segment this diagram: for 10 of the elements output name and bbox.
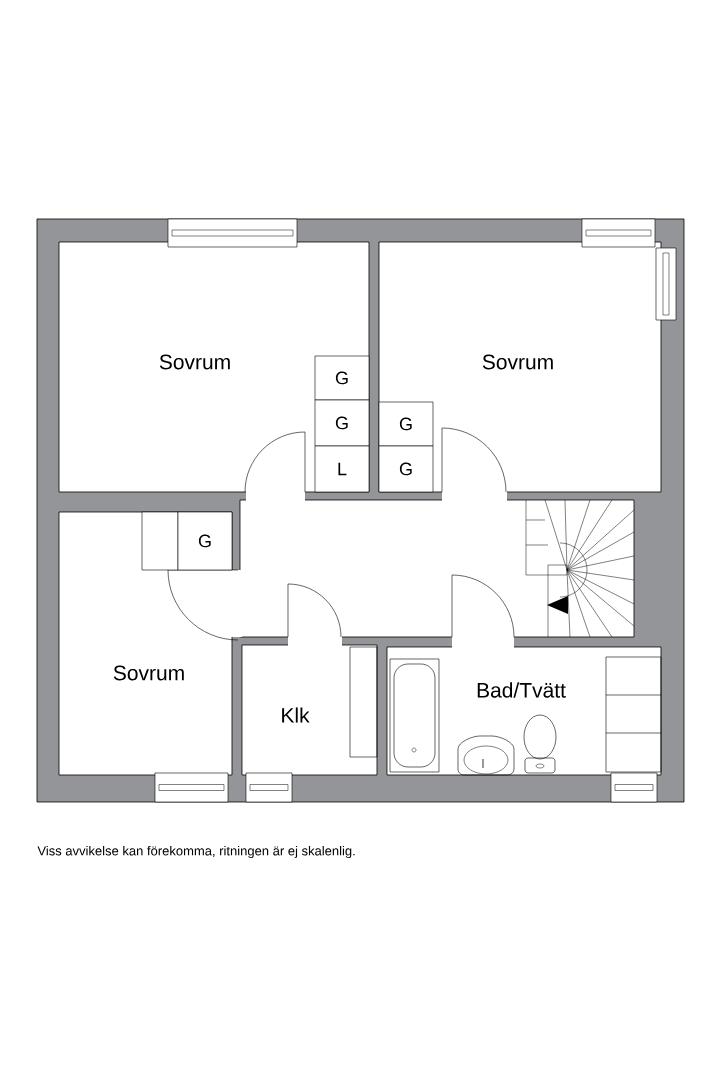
closet-box <box>141 511 179 571</box>
closet-box: G <box>177 511 233 571</box>
closet-box: L <box>314 445 370 493</box>
closet-box: G <box>314 399 370 447</box>
room: Bad/Tvätt <box>386 646 662 776</box>
closet-box: G <box>378 445 434 493</box>
caption-text: Viss avvikelse kan förekomma, ritningen är ej skalenlig. <box>37 845 355 859</box>
closet-box: G <box>314 355 370 401</box>
room: Klk <box>241 644 378 776</box>
closet-box: G <box>378 401 434 447</box>
